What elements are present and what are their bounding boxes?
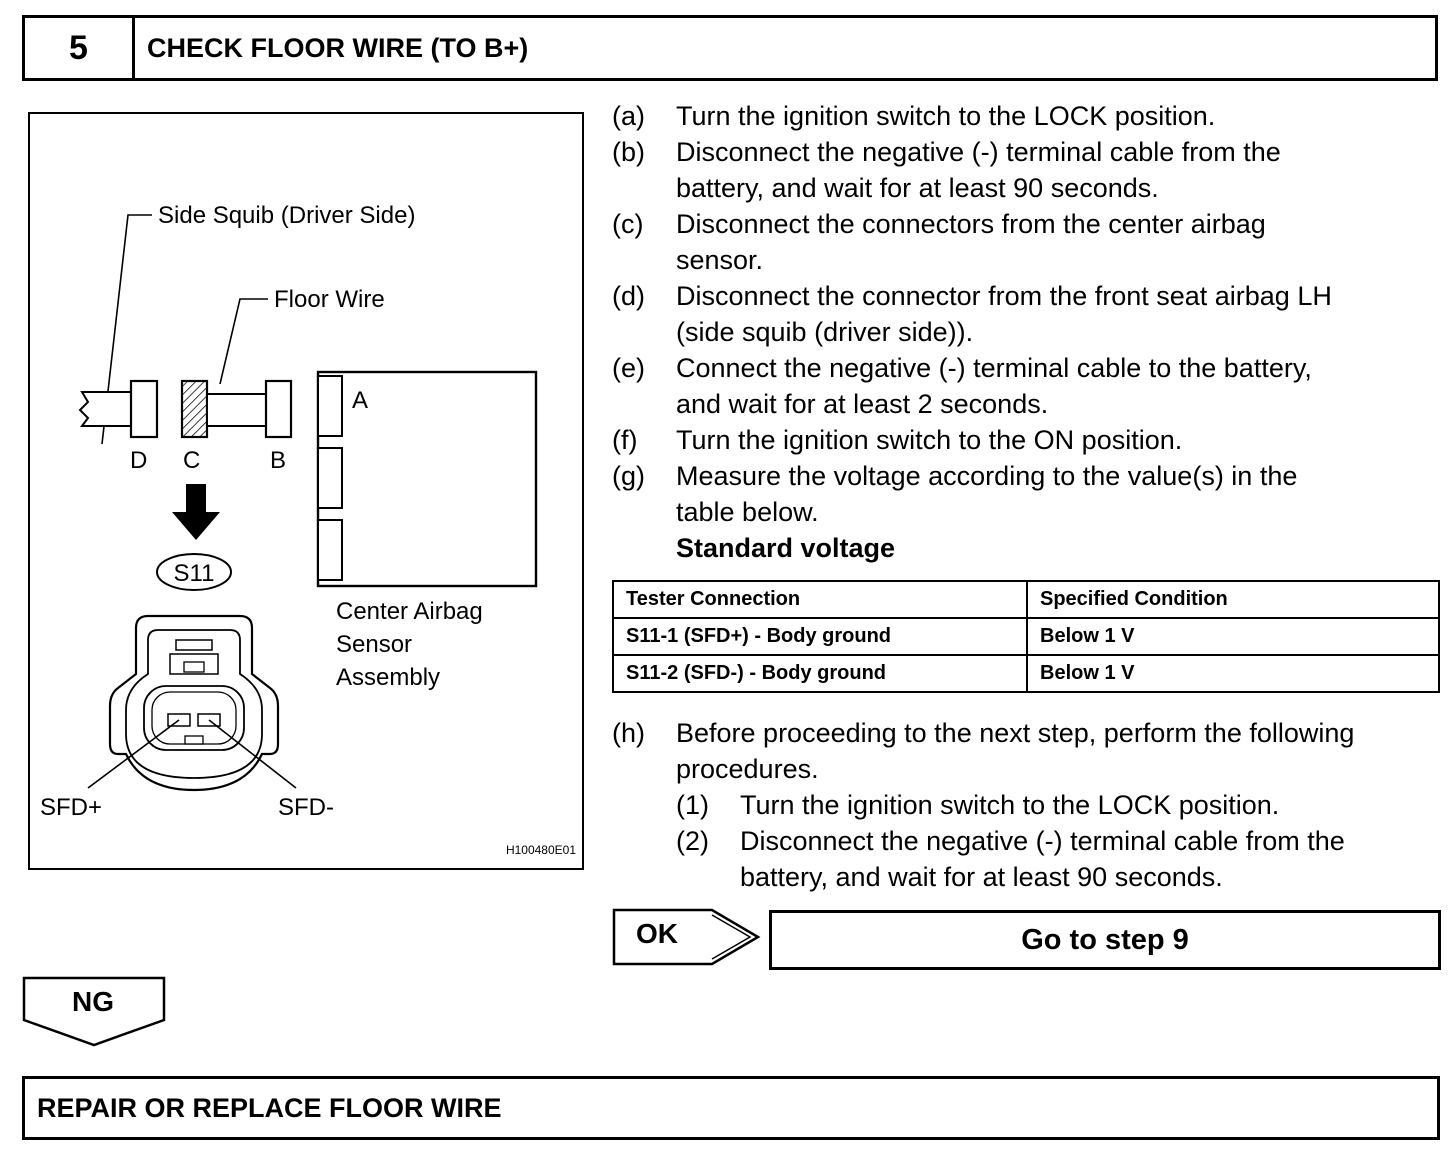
step-g: (g) Measure the voltage according to the… [612,458,1442,530]
connector-a-label: A [352,387,368,414]
step-letter: (b) [612,137,645,167]
step-b: (b) Disconnect the negative (-) terminal… [612,134,1442,206]
step-text: (side squib (driver side)). [676,317,974,347]
substep-number: (2) [676,826,709,856]
step-d: (d) Disconnect the connector from the fr… [612,278,1442,350]
floor-wire-leader [219,298,268,385]
spec-table: Tester Connection Specified Condition S1… [612,580,1440,693]
sfd-plus-leader [87,719,180,789]
step-text: and wait for at least 2 seconds. [676,389,1049,419]
floor-wire-body [206,393,267,427]
step-text: procedures. [676,754,819,784]
substep-text: battery, and wait for at least 90 second… [740,862,1223,892]
substep-text: Turn the ignition switch to the LOCK pos… [740,790,1280,820]
step-text: Turn the ignition switch to the ON posit… [676,425,1183,455]
side-squib-leader [101,214,152,445]
step-text: Turn the ignition switch to the LOCK pos… [676,101,1216,131]
terminal-sfd-minus-label: SFD- [278,794,334,821]
step-c: (c) Disconnect the connectors from the c… [612,206,1442,278]
step-text: Connect the negative (-) terminal cable … [676,353,1312,383]
step-letter: (c) [612,209,644,239]
repair-action-box: REPAIR OR REPLACE FLOOR WIRE [22,1076,1440,1140]
table-row: S11-1 (SFD+) - Body ground Below 1 V [612,617,1440,656]
step-number: 5 [25,18,135,78]
ok-label: OK [636,918,678,949]
connector-c [180,379,209,439]
step-letter: (f) [612,425,638,455]
terminal-sfd-plus-label: SFD+ [40,794,102,821]
post-procedure-list: (h) Before proceeding to the next step, … [612,715,1442,895]
table-cell: S11-2 (SFD-) - Body ground [612,654,1028,693]
substep-2: (2) Disconnect the negative (-) terminal… [612,823,1442,895]
standard-voltage-label: Standard voltage [676,533,896,563]
go-to-step-box[interactable]: Go to step 9 [769,910,1441,970]
instruction-list: (a) Turn the ignition switch to the LOCK… [612,98,1442,566]
table-row: S11-2 (SFD-) - Body ground Below 1 V [612,654,1440,693]
step-letter: (e) [612,353,645,383]
substep-text: Disconnect the negative (-) terminal cab… [740,826,1345,856]
table-header-row: Tester Connection Specified Condition [612,580,1440,619]
table-cell: S11-1 (SFD+) - Body ground [612,617,1028,656]
ng-arrow-icon [22,976,166,1047]
step-f: (f) Turn the ignition switch to the ON p… [612,422,1442,458]
step-title: CHECK FLOOR WIRE (TO B+) [147,32,529,63]
center-airbag-sensor [316,370,538,588]
sensor-connector-3 [317,519,343,581]
sensor-connector-2 [317,447,343,509]
connector-b-label: B [270,447,286,474]
step-text: Disconnect the negative (-) terminal cab… [676,137,1281,167]
table-cell: Below 1 V [1026,654,1440,693]
step-letter: (h) [612,718,645,748]
arrow-down-icon [172,484,220,540]
side-squib-plug [78,391,131,427]
step-h: (h) Before proceeding to the next step, … [612,715,1442,787]
step-text: table below. [676,497,819,527]
figure-code: H100480E01 [506,843,576,857]
sensor-connector-a [317,375,343,437]
step-e: (e) Connect the negative (-) terminal ca… [612,350,1442,422]
connector-d [129,379,159,439]
ng-label: NG [72,986,114,1017]
step-text: Disconnect the connectors from the cente… [676,209,1266,239]
table-header-cell: Tester Connection [612,580,1028,619]
step-header: 5 CHECK FLOOR WIRE (TO B+) [22,15,1438,81]
connector-id-badge [156,553,232,591]
side-squib-label: Side Squib (Driver Side) [158,202,415,229]
step-a: (a) Turn the ignition switch to the LOCK… [612,98,1442,134]
table-header-cell: Specified Condition [1026,580,1440,619]
sensor-label-line2: Sensor [336,631,412,658]
step-text: Before proceeding to the next step, perf… [676,718,1355,748]
sensor-label-line3: Assembly [336,664,440,691]
step-text: battery, and wait for at least 90 second… [676,173,1159,203]
sensor-label-line1: Center Airbag [336,598,483,625]
connector-diagram: Side Squib (Driver Side) Floor Wire D C … [40,202,576,857]
step-text: sensor. [676,245,764,275]
step-letter: (g) [612,461,645,491]
floor-wire-label: Floor Wire [274,286,385,313]
connector-b [264,379,293,439]
ok-arrow-icon [612,908,761,966]
step-letter: (d) [612,281,645,311]
table-cell: Below 1 V [1026,617,1440,656]
step-text: Measure the voltage according to the val… [676,461,1298,491]
connector-front-view [108,614,280,792]
connector-c-label: C [183,447,200,474]
substep-number: (1) [676,790,709,820]
step-letter: (a) [612,101,645,131]
sfd-minus-leader [208,719,297,789]
connector-id-label: S11 [174,560,215,587]
substep-1: (1) Turn the ignition switch to the LOCK… [612,787,1442,823]
connector-d-label: D [130,447,147,474]
step-text: Disconnect the connector from the front … [676,281,1332,311]
wiring-illustration: Side Squib (Driver Side) Floor Wire D C … [28,112,584,870]
